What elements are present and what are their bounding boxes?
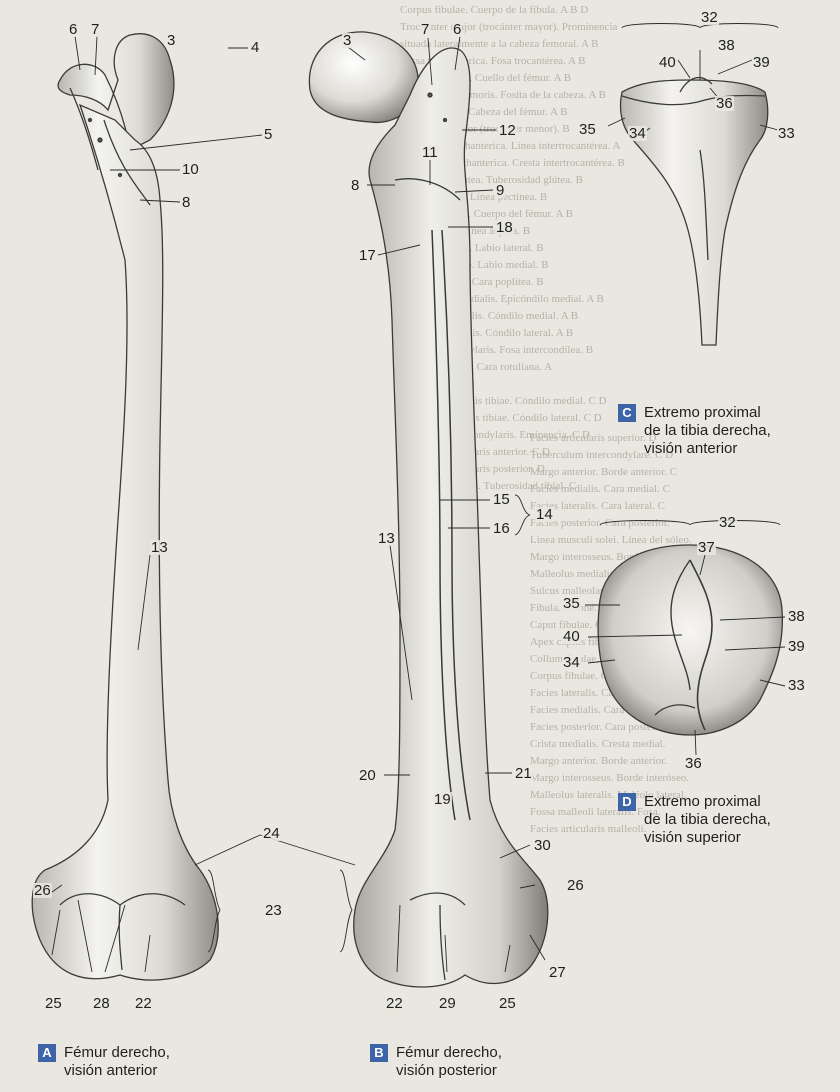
label-c-35: 35 (578, 122, 597, 137)
caption-b-letter: B (370, 1044, 388, 1062)
label-d-32: 32 (718, 515, 737, 530)
label-a-22: 22 (134, 996, 153, 1011)
caption-d-letter: D (618, 793, 636, 811)
label-b-26: 26 (566, 878, 585, 893)
caption-c-line3: visión anterior (644, 440, 771, 458)
label-c-33: 33 (777, 126, 796, 141)
label-a-23: 23 (264, 903, 283, 918)
caption-a-line2: visión anterior (64, 1062, 170, 1080)
label-d-38: 38 (787, 609, 806, 624)
label-b-27: 27 (548, 965, 567, 980)
label-a-10: 10 (181, 162, 200, 177)
label-a-26: 26 (33, 883, 52, 898)
label-b-7: 7 (420, 22, 430, 37)
tibia-superior (598, 545, 782, 735)
label-d-37: 37 (697, 540, 716, 555)
label-c-39: 39 (752, 55, 771, 70)
label-c-34: 34 (628, 126, 647, 141)
label-b-29: 29 (438, 996, 457, 1011)
label-a-6: 6 (68, 22, 78, 37)
label-b-13: 13 (377, 531, 396, 546)
label-b-20: 20 (358, 768, 377, 783)
label-b-19: 19 (433, 792, 452, 807)
femur-posterior (309, 32, 547, 987)
caption-a-line1: Fémur derecho, (64, 1044, 170, 1062)
label-a-24: 24 (262, 826, 281, 841)
label-d-40: 40 (562, 629, 581, 644)
tibia-anterior (620, 78, 767, 345)
caption-d: D Extremo proximal de la tibia derecha, … (618, 793, 771, 847)
label-b-8: 8 (350, 178, 360, 193)
label-d-34: 34 (562, 655, 581, 670)
caption-c: C Extremo proximal de la tibia derecha, … (618, 404, 771, 458)
label-b-12: 12 (498, 123, 517, 138)
label-b-30: 30 (533, 838, 552, 853)
label-c-38: 38 (717, 38, 736, 53)
label-b-22: 22 (385, 996, 404, 1011)
label-a-5: 5 (263, 127, 273, 142)
label-d-36: 36 (684, 756, 703, 771)
caption-c-line1: Extremo proximal (644, 404, 771, 422)
label-b-11: 11 (421, 145, 439, 160)
label-a-3: 3 (166, 33, 176, 48)
label-c-32: 32 (700, 10, 719, 25)
label-a-7: 7 (90, 22, 100, 37)
caption-a: A Fémur derecho, visión anterior (38, 1044, 170, 1080)
label-b-17: 17 (358, 248, 377, 263)
label-a-28: 28 (92, 996, 111, 1011)
caption-d-line1: Extremo proximal (644, 793, 771, 811)
label-b-16: 16 (492, 521, 511, 536)
label-a-25: 25 (44, 996, 63, 1011)
label-b-9: 9 (495, 183, 505, 198)
caption-b-line1: Fémur derecho, (396, 1044, 502, 1062)
label-b-15: 15 (492, 492, 511, 507)
label-c-36: 36 (715, 96, 734, 111)
label-d-39: 39 (787, 639, 806, 654)
label-b-14: 14 (535, 507, 554, 522)
caption-c-letter: C (618, 404, 636, 422)
label-b-18: 18 (495, 220, 514, 235)
caption-b: B Fémur derecho, visión posterior (370, 1044, 502, 1080)
label-b-25: 25 (498, 996, 517, 1011)
label-b-21: 21 (514, 766, 533, 781)
label-a-8: 8 (181, 195, 191, 210)
caption-d-line2: de la tibia derecha, (644, 811, 771, 829)
caption-d-line3: visión superior (644, 829, 771, 847)
label-d-35: 35 (562, 596, 581, 611)
caption-b-line2: visión posterior (396, 1062, 502, 1080)
caption-a-letter: A (38, 1044, 56, 1062)
label-a-4: 4 (250, 40, 260, 55)
label-b-3: 3 (342, 33, 352, 48)
label-c-40: 40 (658, 55, 677, 70)
label-a-13: 13 (150, 540, 169, 555)
caption-c-line2: de la tibia derecha, (644, 422, 771, 440)
label-b-6: 6 (452, 22, 462, 37)
label-d-33: 33 (787, 678, 806, 693)
